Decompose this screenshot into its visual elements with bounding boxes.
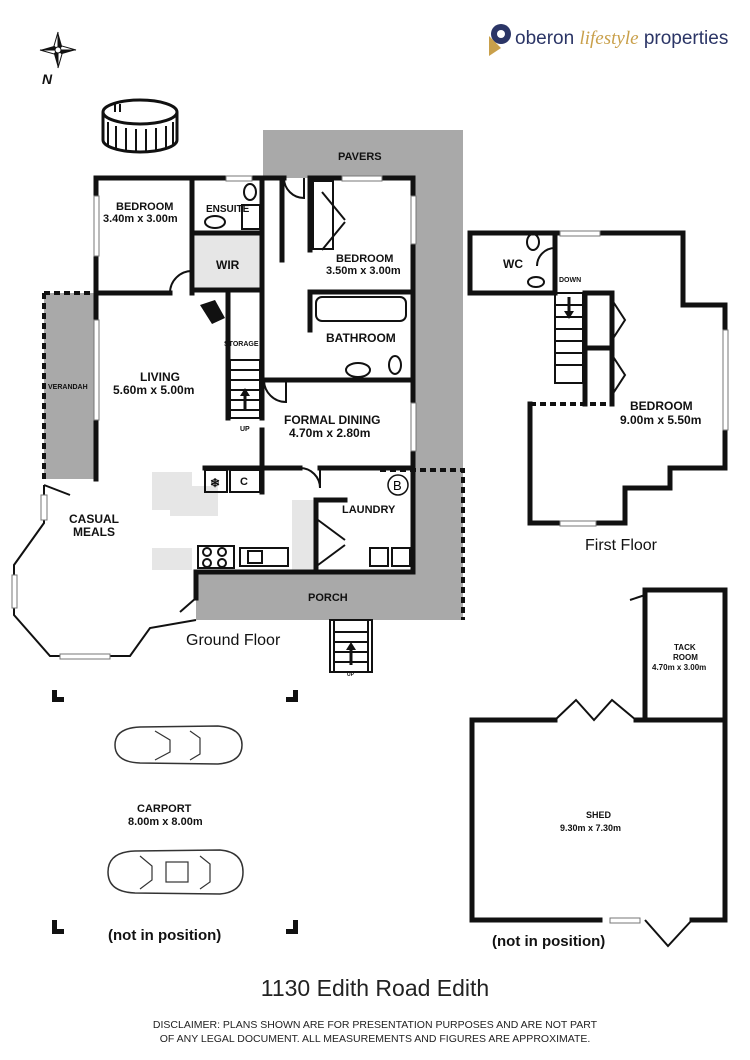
shed-note: (not in position) bbox=[492, 933, 606, 950]
down-label: DOWN bbox=[559, 277, 581, 284]
pavers-label: PAVERS bbox=[338, 151, 382, 163]
disclaimer-line2: OF ANY LEGAL DOCUMENT. ALL MEASUREMENTS … bbox=[159, 1033, 591, 1045]
hot-water-label: B bbox=[393, 478, 402, 493]
compass-icon bbox=[39, 31, 77, 69]
shed-label: SHED bbox=[586, 810, 612, 820]
shed-size: 9.30m x 7.30m bbox=[560, 823, 621, 833]
property-address: 1130 Edith Road Edith bbox=[260, 975, 490, 1001]
living-size: 5.60m x 5.00m bbox=[113, 383, 194, 397]
cupboard-label: C bbox=[240, 476, 248, 488]
water-tank-icon bbox=[101, 98, 179, 154]
bedroom2-label: BEDROOM bbox=[336, 253, 393, 265]
pavers-side bbox=[413, 130, 463, 620]
first-floor-label: First Floor bbox=[585, 537, 657, 554]
hot-water-icon bbox=[387, 474, 409, 496]
verandah-area bbox=[44, 293, 96, 479]
bedroom2-size: 3.50m x 3.00m bbox=[326, 265, 401, 277]
ground-floor-label: Ground Floor bbox=[186, 632, 281, 649]
laundry-label: LAUNDRY bbox=[342, 504, 396, 516]
formal-dining-label: FORMAL DINING bbox=[284, 413, 380, 427]
brand-name: oberon lifestyle properties bbox=[515, 28, 728, 50]
verandah-label: VERANDAH bbox=[48, 384, 88, 391]
porch-area bbox=[196, 572, 463, 620]
tack-room-line2: ROOM bbox=[673, 653, 698, 662]
bedroom1-size: 3.40m x 3.00m bbox=[103, 213, 178, 225]
formal-dining-size: 4.70m x 2.80m bbox=[289, 426, 370, 440]
carport-corners bbox=[52, 690, 298, 934]
wir-label: WIR bbox=[216, 258, 240, 272]
tack-room-line1: TACK bbox=[674, 643, 696, 652]
casual-meals-line1: CASUAL bbox=[69, 512, 119, 526]
up-porch-label: UP bbox=[347, 672, 355, 678]
bedroom3-label: BEDROOM bbox=[630, 399, 693, 413]
fridge-icon bbox=[204, 469, 228, 493]
living-stairs bbox=[229, 359, 261, 419]
compass-north-label: N bbox=[42, 71, 53, 87]
brand-logo-icon bbox=[489, 24, 511, 56]
bathroom-label: BATHROOM bbox=[326, 331, 396, 345]
car-icon bbox=[114, 725, 243, 765]
casual-meals-bay bbox=[11, 485, 197, 660]
living-label: LIVING bbox=[140, 370, 180, 384]
wc-label: WC bbox=[503, 257, 523, 271]
carport-size: 8.00m x 8.00m bbox=[128, 816, 203, 828]
tack-room-size: 4.70m x 3.00m bbox=[652, 663, 706, 672]
first-floor-plan bbox=[467, 230, 729, 527]
brand-name-2: lifestyle bbox=[579, 28, 639, 49]
brand-logo: oberon lifestyle properties bbox=[487, 22, 737, 58]
fridge-symbol: ❄ bbox=[210, 476, 220, 490]
disclaimer: DISCLAIMER: PLANS SHOWN ARE FOR PRESENTA… bbox=[110, 1018, 640, 1046]
up-label: UP bbox=[240, 426, 250, 433]
bedroom3-size: 9.00m x 5.50m bbox=[620, 413, 701, 427]
brand-name-1: oberon bbox=[515, 28, 575, 49]
ensuite-label: ENSUITE bbox=[206, 204, 250, 215]
carport-note: (not in position) bbox=[108, 927, 222, 944]
carport-label: CARPORT bbox=[137, 803, 192, 815]
porch-steps bbox=[329, 619, 373, 673]
storage-label: STORAGE bbox=[224, 341, 259, 348]
bedroom1-label: BEDROOM bbox=[116, 201, 173, 213]
porch-label: PORCH bbox=[308, 592, 348, 604]
casual-meals-line2: MEALS bbox=[73, 525, 115, 539]
shed-plan bbox=[469, 587, 728, 948]
disclaimer-line1: DISCLAIMER: PLANS SHOWN ARE FOR PRESENTA… bbox=[152, 1019, 598, 1031]
car-icon bbox=[107, 849, 244, 895]
brand-name-3: properties bbox=[643, 28, 729, 49]
